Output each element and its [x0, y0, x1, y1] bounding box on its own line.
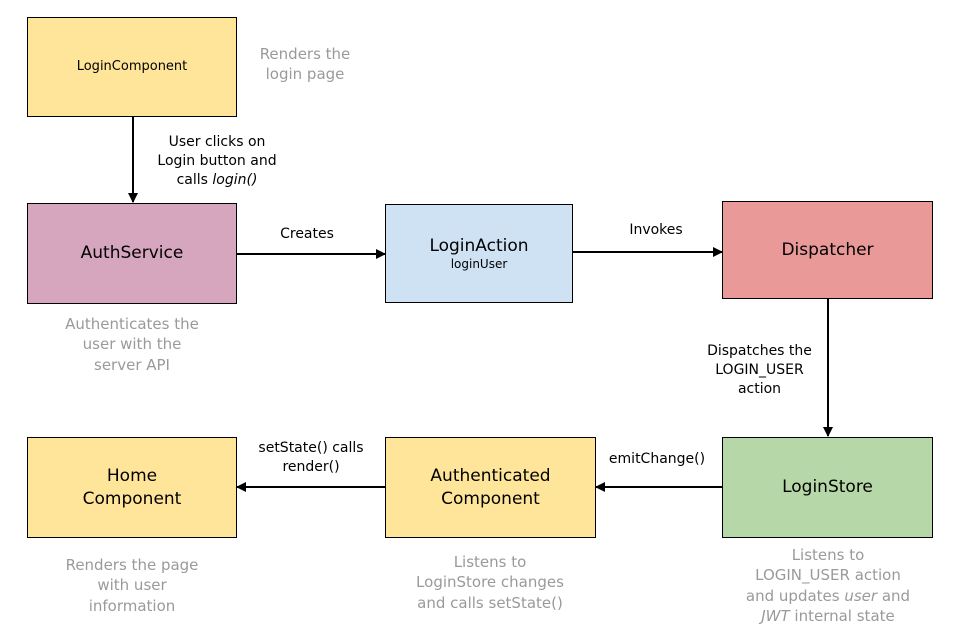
dispatches-label: Dispatches the LOGIN_USER action	[697, 342, 822, 399]
creates-label: Creates	[280, 226, 334, 242]
user-clicks-line-3: calls login()	[152, 171, 282, 190]
user-clicks-line-2: Login button and	[157, 152, 277, 169]
login-action-subtitle: loginUser	[450, 256, 508, 271]
authenticated-component-node: Authenticated Component	[385, 437, 596, 538]
dispatches-line-3: action	[737, 380, 782, 397]
set-state-label: setState() calls render()	[246, 439, 376, 477]
auth-service-title: AuthService	[80, 243, 184, 264]
authenticated-component-note: Listens to LoginStore changes and calls …	[416, 553, 564, 612]
login-store-node: LoginStore	[722, 437, 933, 538]
invokes-label: Invokes	[629, 222, 683, 238]
authenticated-component-title: Authenticated Component	[430, 466, 551, 509]
login-action-title: LoginAction	[429, 235, 529, 256]
dispatcher-node: Dispatcher	[722, 201, 933, 299]
user-clicks-line-3a: calls	[176, 171, 213, 188]
login-store-note-line-4b: internal state	[789, 606, 895, 625]
login-store-note-user: user	[844, 586, 878, 605]
login-store-note-line-2: LOGIN_USER action	[755, 566, 901, 585]
login-store-note-line-4: JWT internal state	[733, 606, 923, 626]
login-action-node: LoginAction loginUser	[385, 204, 573, 303]
login-store-note-line-3c: and	[877, 586, 911, 605]
home-component-node: Home Component	[27, 437, 237, 538]
dispatches-line-1: Dispatches the	[707, 343, 812, 359]
login-component-node: LoginComponent	[27, 17, 237, 117]
emit-change-label: emitChange()	[608, 451, 706, 467]
user-clicks-login-call: login()	[212, 171, 258, 188]
home-component-title: Home Component	[82, 466, 182, 509]
user-clicks-line-1: User clicks on	[168, 134, 266, 150]
set-state-line-1: setState() calls	[258, 440, 364, 456]
login-store-title: LoginStore	[782, 477, 873, 498]
set-state-line-2: render()	[282, 458, 340, 475]
dispatches-line-2: LOGIN_USER	[715, 361, 804, 378]
login-store-note-line-1: Listens to	[791, 546, 865, 564]
login-component-note: Renders the login page	[259, 45, 351, 84]
user-clicks-label: User clicks on Login button and calls lo…	[152, 133, 282, 190]
home-component-note: Renders the page with user information	[65, 556, 199, 615]
login-store-note-line-3: and updates user and	[733, 586, 923, 606]
login-component-title: LoginComponent	[76, 58, 188, 74]
login-store-note: Listens to LOGIN_USER action and updates…	[733, 545, 923, 626]
auth-service-note: Authenticates the user with the server A…	[65, 315, 199, 374]
dispatcher-title: Dispatcher	[781, 239, 874, 260]
auth-service-node: AuthService	[27, 203, 237, 304]
login-store-note-jwt: JWT	[761, 606, 790, 625]
login-store-note-line-3a: and updates	[745, 586, 845, 605]
